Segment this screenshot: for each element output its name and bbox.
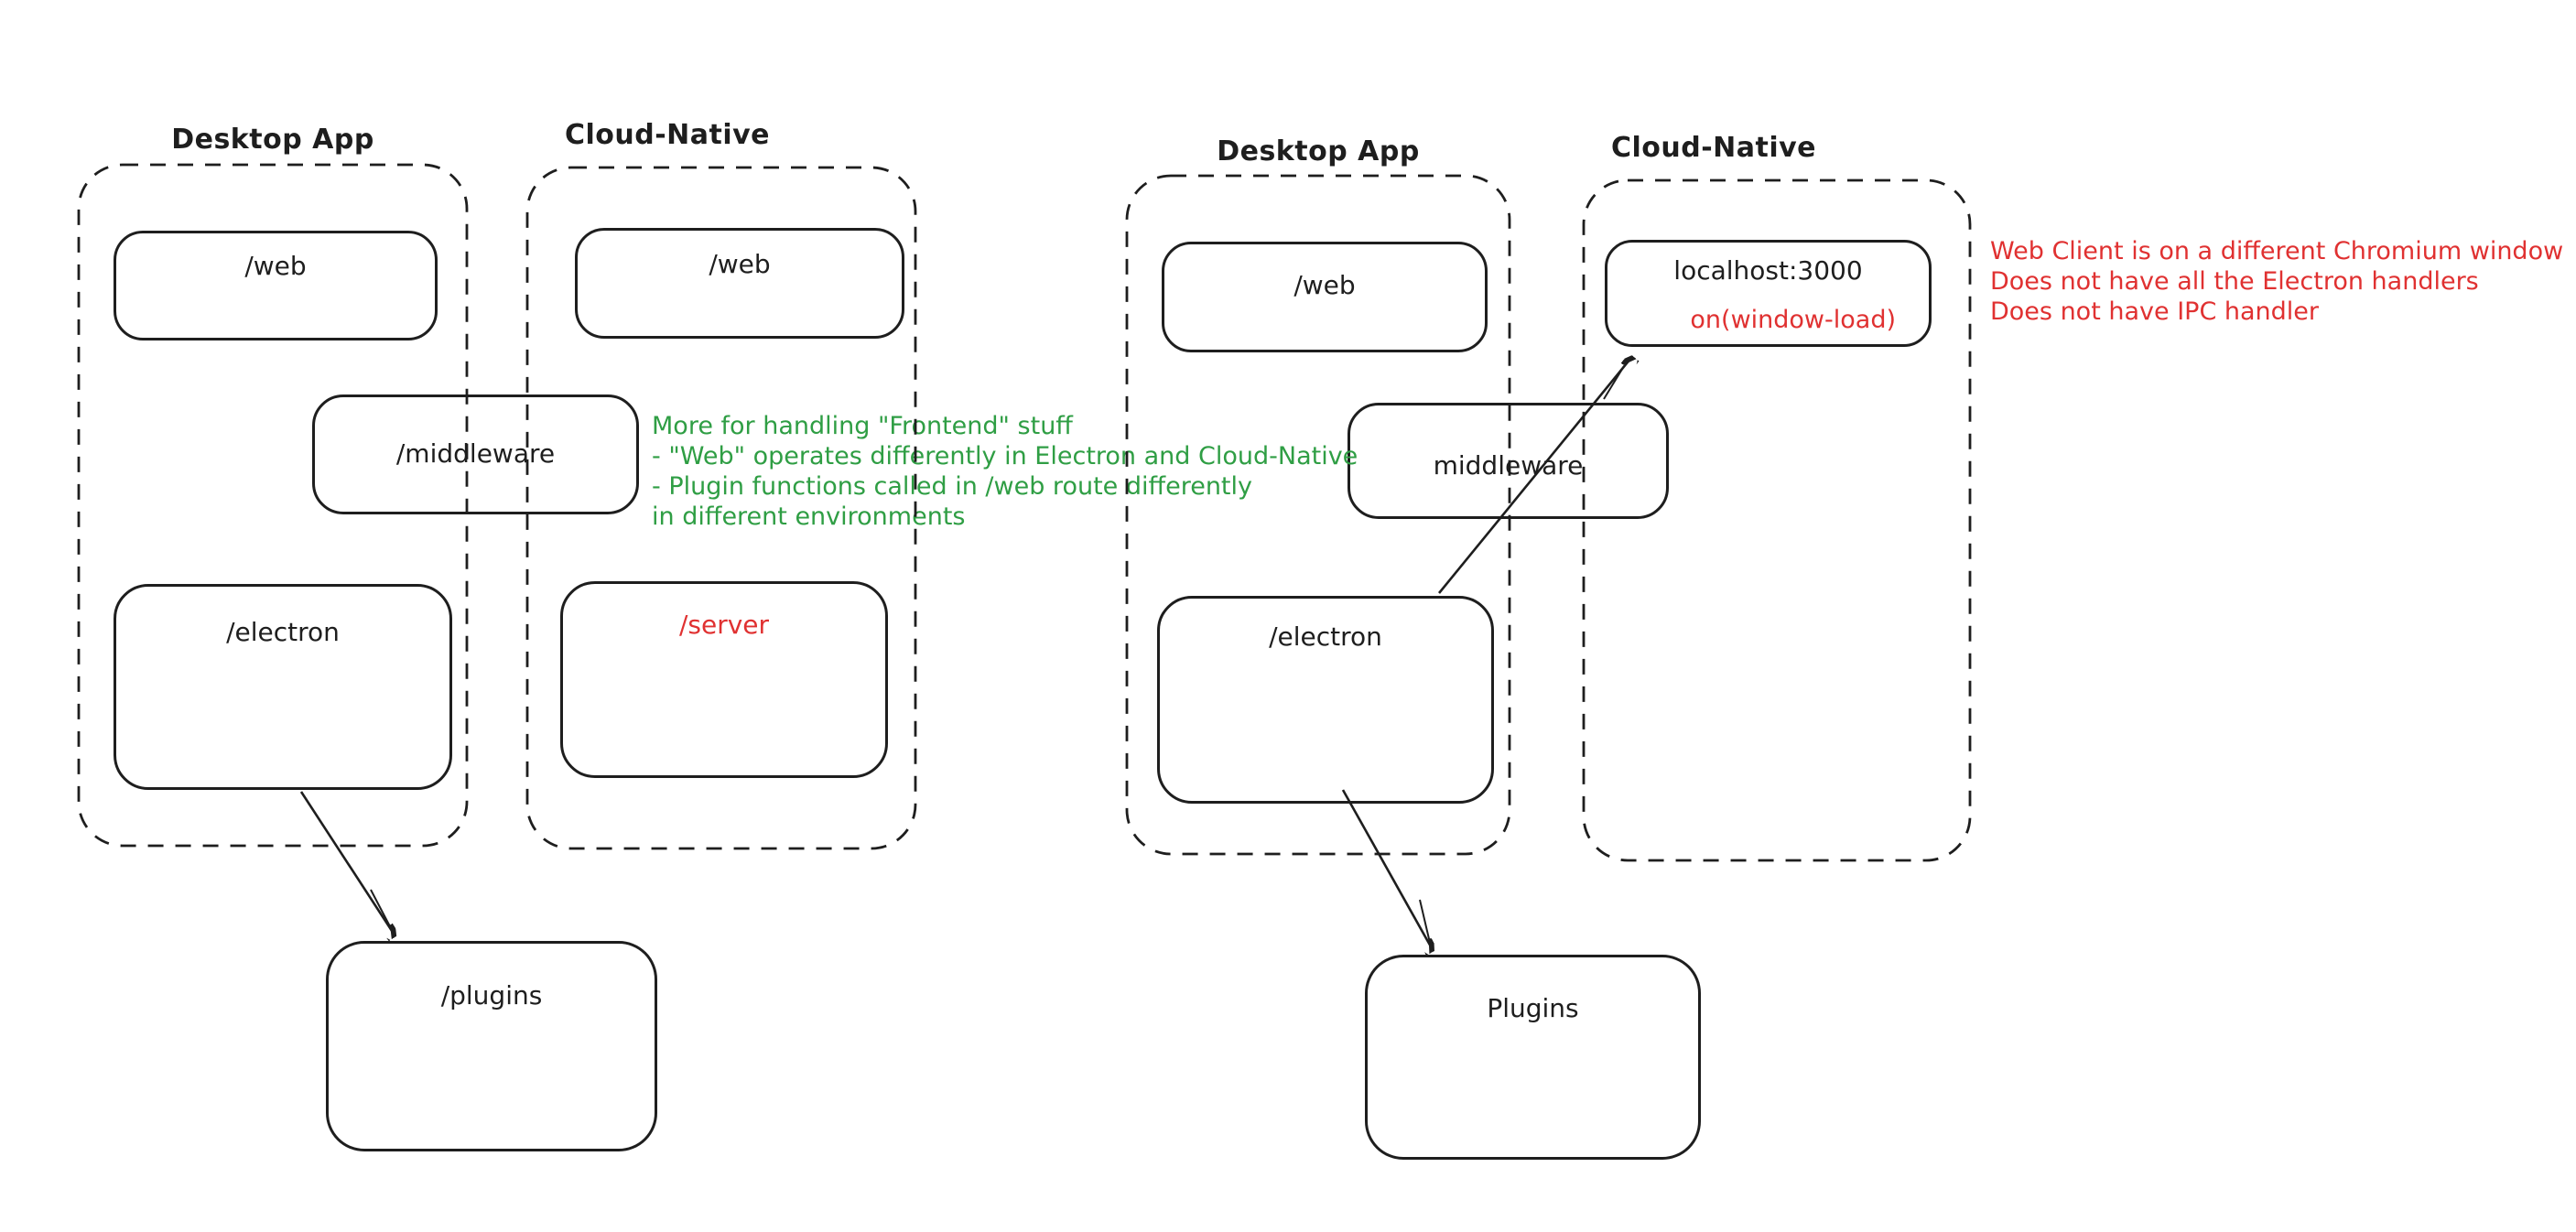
red-note-line-1: Web Client is on a different Chromium wi… — [1990, 237, 2564, 265]
box-middleware-right-label: middleware — [1433, 450, 1584, 481]
box-middleware-right: middleware — [1348, 403, 1669, 519]
box-middleware-left-label: /middleware — [395, 438, 556, 469]
box-electron-left-label: /electron — [226, 617, 340, 647]
box-electron-right-label: /electron — [1269, 621, 1382, 652]
box-web-cloud-left: /web — [575, 228, 904, 339]
left-cloud-native-label: Cloud-Native — [564, 119, 771, 151]
box-localhost-label: localhost:3000 — [1673, 255, 1863, 286]
box-web-desktop-left: /web — [114, 231, 438, 340]
green-note-line-2: - "Web" operates differently in Electron… — [652, 442, 1358, 470]
box-middleware-left: /middleware — [312, 394, 639, 514]
on-window-load-label: on(window-load) — [1690, 306, 1896, 334]
box-server-left-label: /server — [678, 610, 770, 640]
box-web-desktop-right-label: /web — [1293, 270, 1356, 300]
arrow-electron-to-plugins-left — [299, 791, 394, 934]
arrow-electron-to-plugins-right — [1341, 789, 1432, 948]
box-electron-right: /electron — [1157, 596, 1494, 804]
box-plugins-right: Plugins — [1365, 955, 1701, 1160]
arrow-electron-to-plugins-left-sketch — [370, 889, 393, 931]
box-web-cloud-left-label: /web — [709, 249, 771, 279]
box-plugins-left: /plugins — [326, 941, 657, 1151]
box-plugins-left-label: /plugins — [440, 980, 543, 1010]
box-web-desktop-right: /web — [1162, 242, 1488, 352]
green-note-line-3: - Plugin functions called in /web route … — [652, 472, 1253, 501]
green-note: More for handling "Frontend" stuff - "We… — [652, 411, 1358, 532]
box-electron-left: /electron — [114, 584, 452, 790]
box-localhost-right: localhost:3000 on(window-load) — [1605, 240, 1932, 347]
arrow-electron-to-localhost-right-sketch — [1603, 365, 1625, 400]
red-note: Web Client is on a different Chromium wi… — [1990, 236, 2563, 327]
right-desktop-app-label: Desktop App — [1217, 135, 1420, 168]
red-note-line-2: Does not have all the Electron handlers — [1990, 267, 2479, 296]
box-plugins-right-label: Plugins — [1487, 993, 1579, 1023]
box-server-left: /server — [560, 581, 888, 778]
red-note-line-3: Does not have IPC handler — [1990, 297, 2320, 326]
green-note-line-4: in different environments — [652, 503, 966, 531]
arrow-electron-to-plugins-right-sketch — [1419, 899, 1431, 944]
right-cloud-native-label: Cloud-Native — [1610, 132, 1817, 164]
green-note-line-1: More for handling "Frontend" stuff — [652, 412, 1073, 440]
left-desktop-app-label: Desktop App — [171, 124, 374, 156]
box-web-desktop-left-label: /web — [244, 251, 307, 281]
